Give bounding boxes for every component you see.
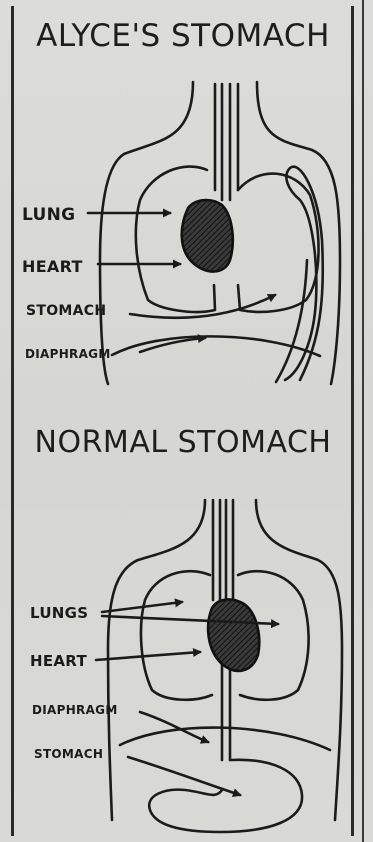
normal-trachea bbox=[213, 500, 233, 610]
normal-diaphragm bbox=[120, 728, 330, 750]
alyce-heart bbox=[182, 200, 233, 271]
normal-esophagus bbox=[222, 660, 230, 760]
alyce-trachea bbox=[215, 84, 238, 200]
alyce-lung-right bbox=[238, 174, 319, 312]
normal-lung-left bbox=[141, 571, 212, 700]
normal-heart bbox=[208, 599, 259, 670]
